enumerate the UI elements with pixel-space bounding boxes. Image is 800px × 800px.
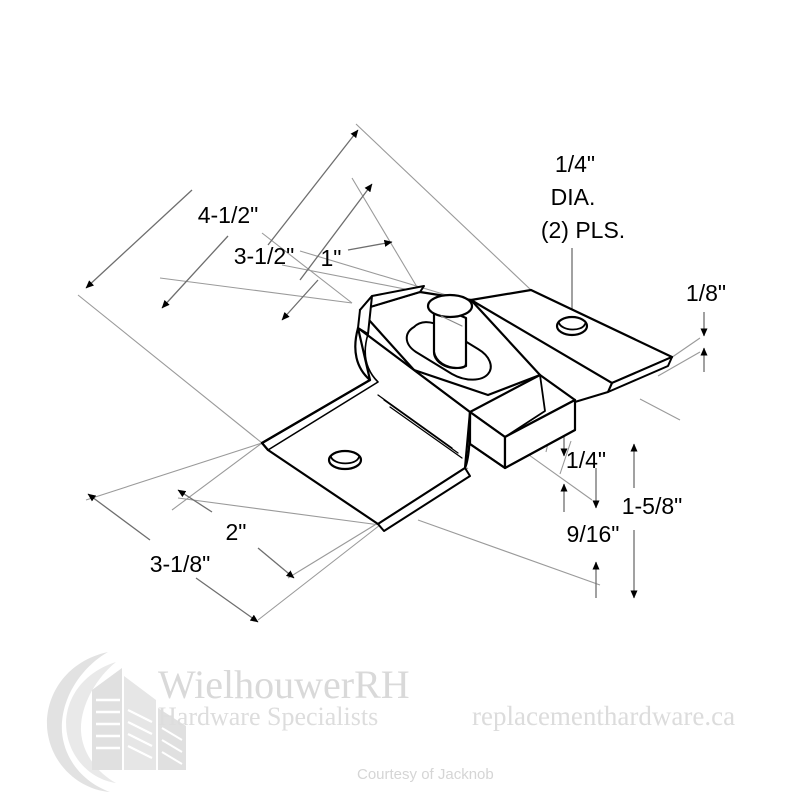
watermark-website: replacementhardware.ca [472, 701, 735, 731]
dimline-3-1-8-left [87, 493, 151, 541]
pin-bottom-arc [433, 351, 467, 369]
right-plate-hole-inner [558, 322, 586, 331]
center-to-tab-riser [463, 410, 472, 470]
right-tab-inner-edge [504, 374, 546, 438]
dimension-label-dia: DIA. [551, 184, 596, 210]
left-plate-front-thickness [377, 467, 471, 532]
dimension-label-2: 2" [226, 519, 247, 545]
dimline-4-1-2-left [85, 189, 193, 289]
dimline-2-left [177, 489, 213, 513]
watermark-group: WielhouwerRH Hardware Specialists replac… [46, 652, 735, 792]
dimline-2-right [257, 547, 295, 579]
dimension-label-4-1-2: 4-1/2" [198, 202, 259, 228]
dimension-label-1-5-8: 1-5/8" [622, 493, 683, 519]
bracket-part-geometry [260, 285, 674, 532]
left-plate-riser-face [260, 326, 372, 445]
dimension-label-1-4-tab: 1/4" [566, 447, 606, 473]
dimension-labels: 4-1/2" 3-1/2" 1" 1/4" DIA. (2) PLS. 1/8"… [150, 151, 726, 577]
dimension-label-9-16: 9/16" [567, 521, 620, 547]
pin-highlight [440, 315, 463, 327]
left-plate-riser-outline [267, 333, 379, 451]
watermark-logo-icon [46, 652, 186, 792]
left-plate-scribe-lines [377, 394, 463, 459]
dimline-3-1-2-right [299, 183, 373, 281]
dimension-lines [85, 129, 708, 623]
right-tab-lower-lip [469, 429, 576, 469]
dimension-label-2-pls: (2) PLS. [541, 217, 625, 243]
dimline-3-1-2-left [161, 235, 229, 309]
dimension-label-1-8: 1/8" [686, 280, 726, 306]
left-plate-hole-inner [330, 456, 360, 465]
watermark-tagline: Hardware Specialists [158, 702, 378, 731]
pin-top-ellipse [426, 293, 474, 319]
watermark-company-name: WielhouwerRH [158, 662, 410, 707]
left-plate-hole-outer [327, 449, 363, 471]
dimension-label-3-1-2: 3-1/2" [234, 243, 295, 269]
dimline-4-1-2-right [267, 129, 359, 246]
courtesy-note: Courtesy of Jacknob [357, 766, 494, 783]
left-plate-leading-edge [261, 442, 269, 451]
dimline-1-right [347, 239, 393, 251]
dimension-label-1: 1" [321, 245, 342, 271]
dimline-3-1-8-right [195, 577, 259, 623]
dimension-label-3-1-8: 3-1/8" [150, 551, 211, 577]
left-plate-bend-line [413, 369, 471, 413]
dimension-label-quarter-dia: 1/4" [555, 151, 595, 177]
extension-lines [77, 123, 701, 621]
right-plate-hole-outer [555, 315, 589, 337]
dimline-1-left [281, 279, 319, 321]
